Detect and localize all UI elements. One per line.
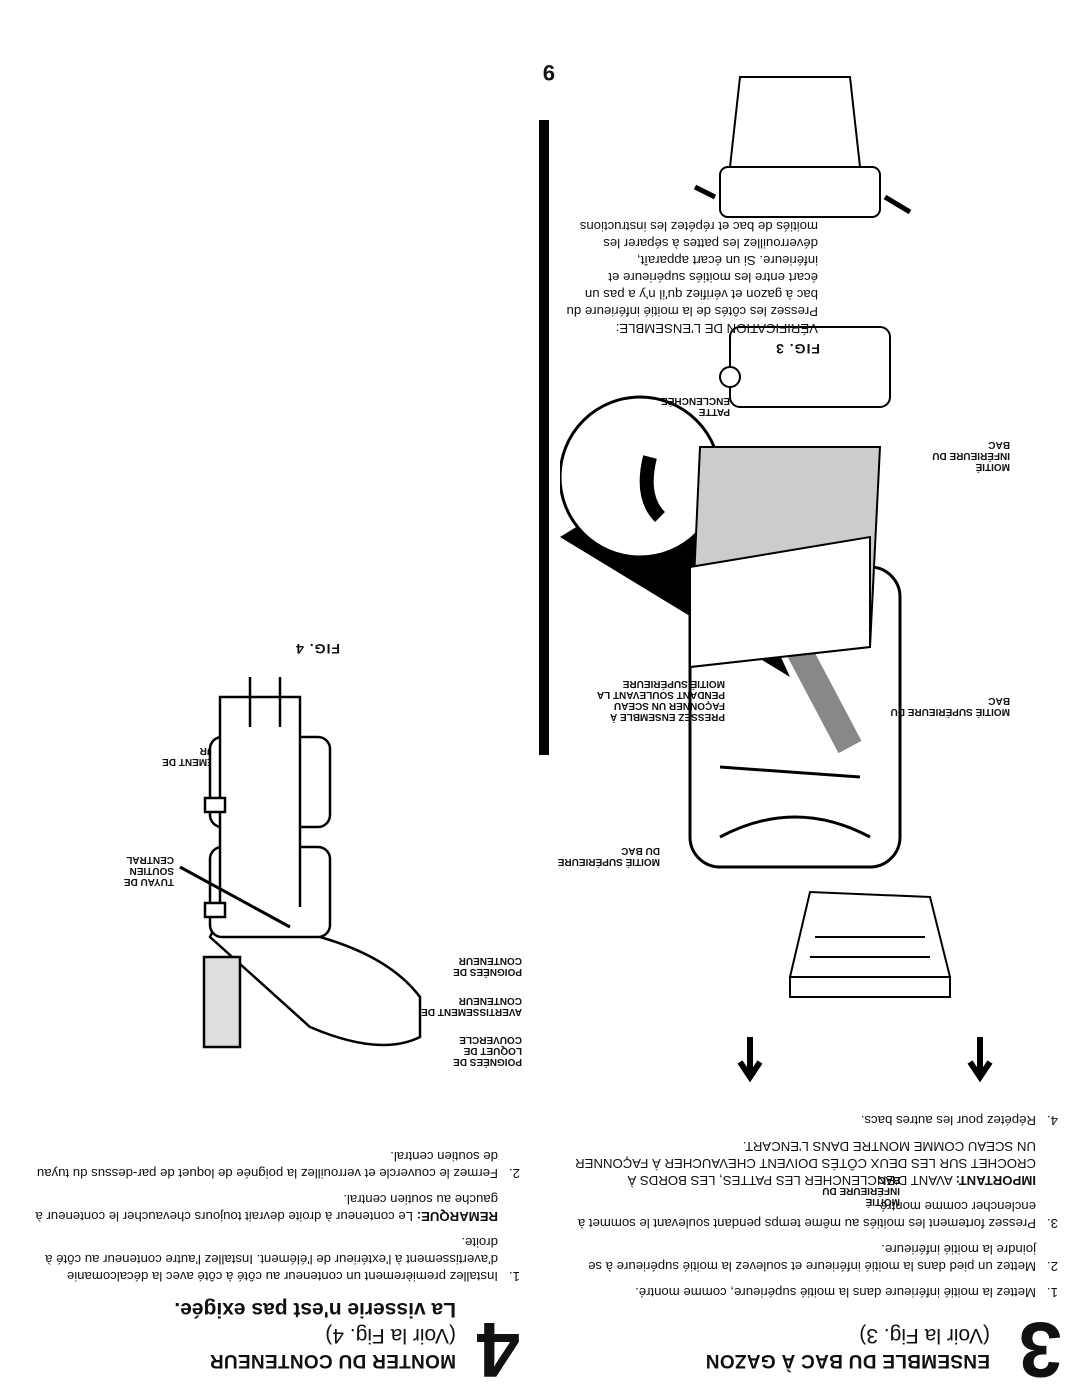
step-3-number: 3 [1018,1306,1062,1394]
callout-latch: POIGNÉES DE LOQUET DE COUVERCLE [453,1034,522,1067]
fig-3-svg [558,326,993,1083]
fig-4-svg [179,677,422,1049]
callout-upper-half-bac: MOITIÉ SUPÉRIEURE DU BAC [890,695,1010,717]
step-4-number: 4 [476,1306,520,1394]
column-divider [539,120,549,755]
callout-upper-half: MOITIÉ SUPÉRIEURE DU BAC [557,845,660,867]
section-4-bold-subtitle: La visserie n'est pas exigée. [174,1298,456,1321]
fig-4-label: FIG. 4 [295,641,340,657]
fig-3-check-illustration [690,67,920,237]
fig-4-illustration [130,677,430,1057]
section-4-title: MONTER DU CONTENEUR [209,1350,456,1371]
fig-3-illustration [558,317,1020,1097]
list-item: 2.Mettez un pied dans la moitié inférieu… [588,1242,1058,1274]
callout-lower-half-top: MOITIÉ INFÉRIEURE DU BAC [822,1174,900,1207]
callout-tab: PATTE ENCLENCHÉE [661,395,730,417]
list-item: 4.Répétez pour les autres bacs. [860,1113,1058,1128]
page-number: 9 [542,60,555,85]
list-item: 2.Fermez le couvercle et verrouillez la … [36,1149,520,1181]
list-item: 1.Installez premièrement un conteneur au… [45,1235,520,1284]
section-3-subtitle: (Voir la Fig. 3) [859,1324,990,1347]
remark-note: REMARQUE: Le conteneur à droite devrait … [35,1192,498,1224]
callout-handles: POIGNÉES DE CONTENEUR [453,955,522,977]
section-3-title: ENSEMBLE DU BAC À GAZON [705,1350,990,1371]
section-4-steps: 1.Installez premièrement un conteneur au… [20,1139,520,1285]
fig-3-label: FIG. 3 [775,341,820,357]
section-4-subtitle: (Voir la Fig. 4) [325,1324,456,1347]
callout-press-assembly: PRESSEZ ENSEMBLE À FAÇONNER UN SCEAU PEN… [597,678,725,722]
callout-lower-half-bottom: MOITIÉ INFÉRIEURE DU BAC [932,439,1010,472]
list-item: 1.Mettez la moitié inférieure dans la mo… [635,1285,1058,1300]
